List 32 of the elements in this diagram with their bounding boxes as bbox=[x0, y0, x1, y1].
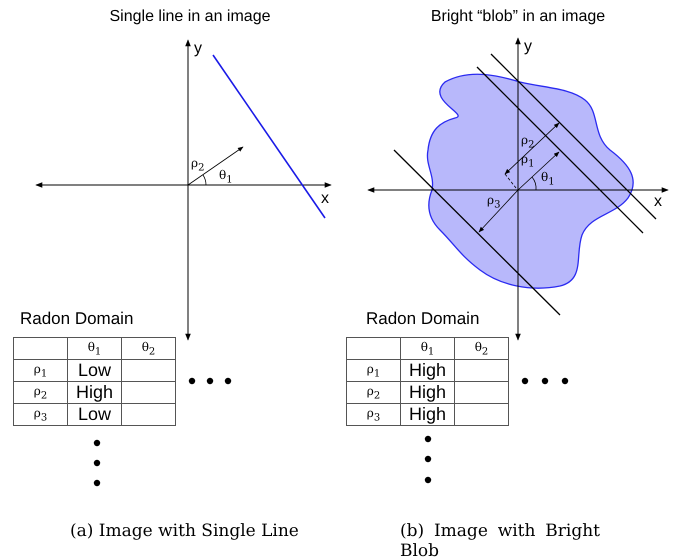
table-value: High bbox=[68, 382, 122, 404]
axis-label: y bbox=[194, 40, 202, 58]
table-value: High bbox=[400, 360, 454, 382]
axis-label: x bbox=[321, 190, 329, 208]
row-header: ρ$_{1}$ bbox=[346, 360, 400, 382]
table-value: Low bbox=[68, 360, 122, 382]
column-header: θ$_{2}$ bbox=[122, 338, 176, 360]
row-header: ρ$_{3}$ bbox=[346, 404, 400, 426]
row-header: ρ$_{1}$ bbox=[14, 360, 68, 382]
row-header: ρ$_{2}$ bbox=[14, 382, 68, 404]
row-header: ρ$_{3}$ bbox=[14, 404, 68, 426]
axis-label: x bbox=[654, 193, 662, 211]
table-value: High bbox=[400, 404, 454, 426]
table-title: Radon Domain bbox=[20, 310, 134, 329]
column-header: θ$_{2}$ bbox=[454, 338, 508, 360]
distance-label: ρ$_{2}$ bbox=[521, 134, 534, 150]
figure-caption: (a) Image with Single Line bbox=[70, 522, 300, 542]
panel-title: Single line in an image bbox=[110, 8, 270, 26]
table-value: Low bbox=[68, 404, 122, 426]
panel-title: Bright “blob” in an image bbox=[430, 8, 606, 26]
axis-label: y bbox=[524, 38, 532, 56]
distance-label: ρ$_{3}$ bbox=[487, 194, 500, 210]
angle-label: θ$_{1}$ bbox=[541, 171, 555, 188]
angle-label: θ$_{1}$ bbox=[219, 169, 233, 186]
row-header: ρ$_{2}$ bbox=[346, 382, 400, 404]
column-header: θ$_{1}$ bbox=[400, 338, 454, 360]
table-title: Radon Domain bbox=[366, 310, 480, 329]
figure-caption: (b) Image with Bright Blob bbox=[400, 522, 600, 559]
distance-label: ρ$_{2}$ bbox=[191, 157, 204, 174]
column-header: θ$_{1}$ bbox=[68, 338, 122, 360]
distance-label: ρ$_{1}$ bbox=[521, 153, 534, 170]
table-value: High bbox=[400, 382, 454, 404]
